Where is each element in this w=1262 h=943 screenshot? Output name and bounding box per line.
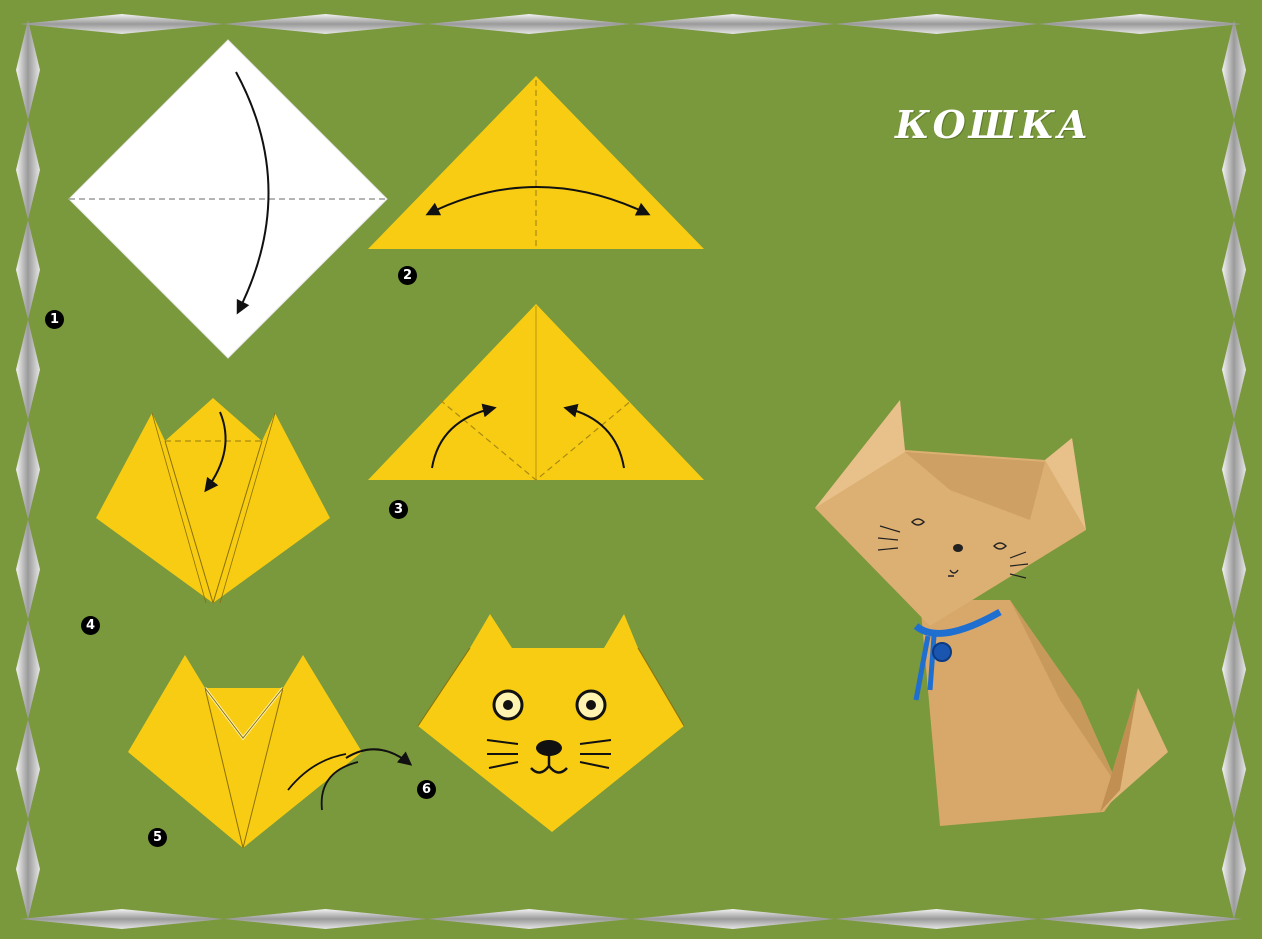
page-title: КОШКА	[895, 102, 1091, 147]
step-number-badge: 6	[417, 780, 436, 799]
step-number-badge: 4	[81, 616, 100, 635]
pupil	[586, 700, 596, 710]
step-number-badge: 2	[398, 266, 417, 285]
nose-icon	[536, 740, 562, 756]
step-number-badge: 5	[148, 828, 167, 847]
bell-icon	[933, 643, 951, 661]
step-number-badge: 1	[45, 310, 64, 329]
cat-nose	[953, 544, 963, 552]
step-number-badge: 3	[389, 500, 408, 519]
pupil	[503, 700, 513, 710]
